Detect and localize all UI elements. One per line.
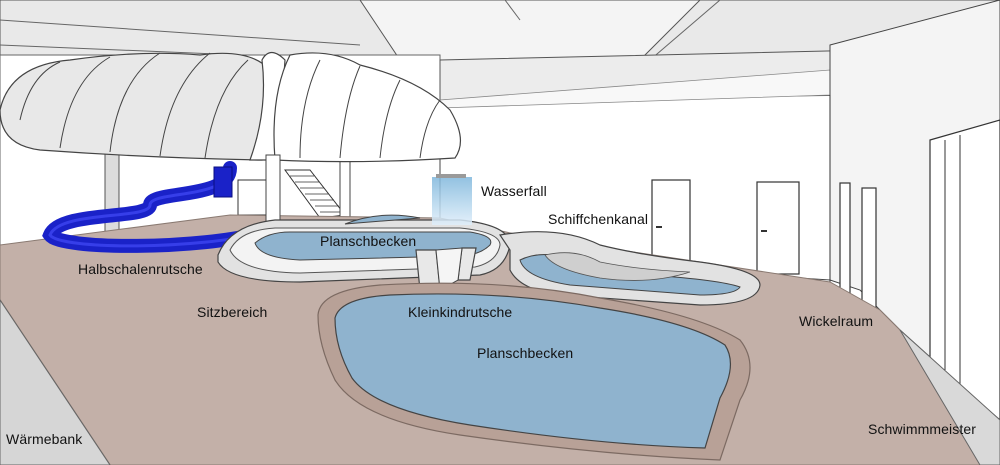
label-schiffchenkanal: Schiffchenkanal: [548, 211, 649, 227]
slide-tube-highlight: [48, 166, 267, 248]
label-planschbecken-lower: Planschbecken: [477, 345, 574, 361]
door-2-handle: [761, 230, 767, 232]
door-1-handle: [656, 226, 662, 228]
staircase-steps: [290, 175, 343, 213]
lower-pool: [317, 282, 751, 461]
door-2: [756, 181, 800, 275]
label-halbschalenrutsche: Halbschalenrutsche: [78, 261, 203, 277]
floor-left-strip: [0, 299, 111, 465]
ceiling-beam: [0, 19, 361, 46]
side-door-2: [861, 187, 877, 319]
left-pillar: [104, 149, 120, 241]
label-wasserfall: Wasserfall: [481, 183, 547, 199]
label-schwimmmeister: Schwimmmeister: [868, 421, 976, 437]
back-door-left: [237, 179, 269, 216]
ceiling-beam: [504, 0, 521, 21]
door-1: [651, 179, 691, 271]
side-door-1: [839, 182, 851, 299]
center-pillar: [339, 159, 351, 221]
channel: [498, 231, 761, 306]
label-planschbecken-upper: Planschbecken: [320, 233, 417, 249]
waterfall: [432, 177, 472, 225]
slide-tower: [213, 166, 233, 198]
label-wickelraum: Wickelraum: [799, 313, 874, 329]
label-kleinkindrutsche: Kleinkindrutsche: [408, 304, 513, 320]
right-door-opening: [929, 119, 1000, 421]
label-sitzbereich: Sitzbereich: [197, 304, 268, 320]
floor-right-strip: [899, 329, 1000, 465]
canopy: [0, 51, 461, 163]
label-waermebank: Wärmebank: [6, 431, 83, 447]
ceiling-beam: [649, 0, 721, 61]
waterfall-outlet: [436, 174, 466, 178]
toddler-slide: [415, 247, 477, 291]
